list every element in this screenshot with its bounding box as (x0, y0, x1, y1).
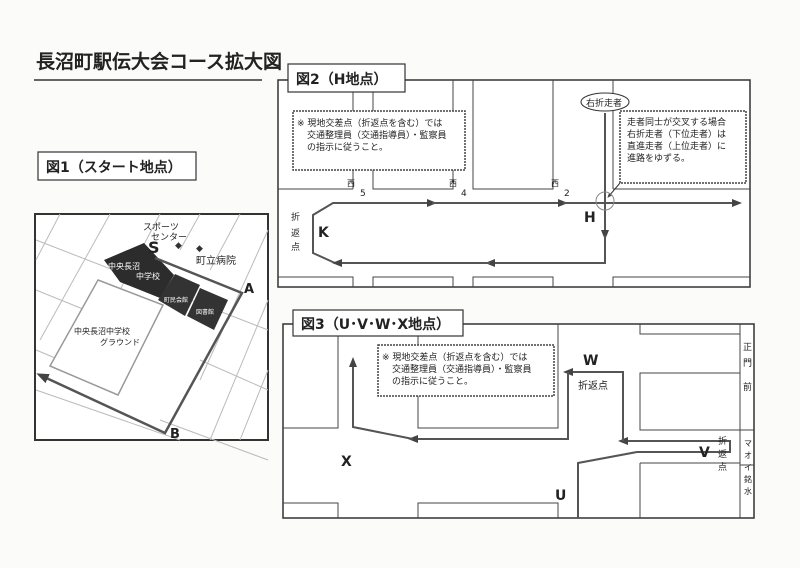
k-turn-label: 折 (291, 211, 300, 223)
library-building (187, 288, 228, 330)
point-x-label: X (341, 454, 352, 470)
point-a-label: A (244, 282, 254, 297)
fig2-route (312, 113, 742, 267)
main-gate-label: 正 (743, 343, 752, 353)
school-building (104, 243, 174, 298)
point-h-label: H (584, 210, 596, 226)
right-turn-label: 右折走者 (586, 97, 622, 109)
community-hall-label: 町民会館 (164, 296, 188, 304)
sports-center-label-2: センター (151, 232, 187, 243)
k-turn-label-3: 点 (291, 242, 300, 253)
crossing-note-line-2: 右折走者（下位走者）は (627, 128, 726, 140)
fig2-label: 図2（H地点） (296, 71, 387, 88)
crossing-note-line-1: 走者同士が交叉する場合 (627, 116, 726, 128)
point-v-label: V (699, 445, 710, 461)
figure-1: 図1（スタート地点） スポーツ センター ◆ ◆ 町立病院 S A B 中央長沼… (34, 151, 269, 461)
fig2-note-box (292, 110, 466, 171)
crossing-note-line-4: 進路をゆずる。 (627, 152, 690, 164)
point-s-label: S (148, 238, 160, 257)
street-name: 西 (347, 179, 355, 188)
fig3-note-box (377, 344, 555, 397)
school-ground (48, 279, 165, 396)
mao-water-label: マ (744, 439, 752, 448)
figure-3: 図3（U･V･W･X地点） ※ 現地交差点（折返点を含む）では 交通整理員（交通… (282, 309, 755, 519)
library-label: 図書館 (196, 308, 214, 316)
ground-label: 中央長沼中学校 (74, 326, 130, 336)
v-turn-label: 折 (718, 435, 727, 447)
figure-2: 図2（H地点） ※ 現地交差点（折返点を含む）では 交通整理員（交通指導員）・監… (277, 63, 751, 288)
w-turn-label: 折返点 (578, 379, 608, 392)
fig2-note-line-2: 交通整理員（交通指導員）・監察員 (307, 129, 447, 141)
v-turn-label-2: 返 (718, 448, 727, 460)
street-number: 2 (564, 189, 570, 199)
mao-water-label-3: イ (744, 463, 752, 472)
street-name: 西 (551, 179, 559, 188)
hospital-marker-icon: ◆ (196, 244, 203, 254)
school-label: 中央長沼 (108, 261, 140, 271)
fig3-label: 図3（U･V･W･X地点） (301, 316, 450, 333)
crossing-note-line-3: 直進走者（上位走者）に (627, 140, 726, 152)
v-turn-label-3: 点 (718, 462, 727, 473)
street-number: 5 (360, 189, 366, 199)
sports-center-label: スポーツ (143, 222, 179, 233)
fig3-route (349, 357, 731, 518)
fig3-note-line-1: ※ 現地交差点（折返点を含む）では (382, 351, 527, 363)
school-label-2: 中学校 (136, 271, 160, 281)
page-title: 長沼町駅伝大会コース拡大図 (36, 50, 282, 73)
fig2-note-line-1: ※ 現地交差点（折返点を含む）では (297, 117, 442, 129)
street-name: 西 (449, 179, 457, 188)
point-w-label: W (583, 353, 598, 369)
sports-center-marker-icon: ◆ (175, 241, 182, 251)
main-gate-label-3: 前 (743, 381, 752, 393)
fig1-label: 図1（スタート地点） (46, 159, 182, 176)
point-u-label: U (555, 488, 566, 504)
fig2-note-line-3: の指示に従うこと。 (307, 141, 388, 153)
street-number: 4 (461, 189, 467, 199)
mao-water-label-2: オ (744, 451, 752, 460)
community-hall-building (158, 274, 200, 316)
point-b-label: B (170, 427, 180, 442)
fig1-route (36, 256, 244, 435)
main-gate-label-2: 門 (743, 358, 752, 369)
fig3-note-line-2: 交通整理員（交通指導員）・監察員 (392, 363, 532, 375)
hospital-label: 町立病院 (196, 254, 236, 267)
point-k-label: K (318, 225, 330, 241)
k-turn-label-2: 返 (291, 227, 300, 239)
mao-water-label-5: 水 (744, 486, 752, 496)
fig1-label-box (37, 151, 197, 181)
fig3-blocks (283, 324, 754, 518)
fig3-label-box (292, 309, 464, 337)
fig2-label-box (287, 63, 406, 93)
right-turn-oval (580, 92, 630, 112)
crossing-note-box (619, 110, 747, 184)
fig3-note-line-3: の指示に従うこと。 (392, 375, 473, 387)
mao-water-label-4: 銘 (744, 474, 752, 484)
h-intersection-circle (595, 191, 615, 211)
ground-label-2: グラウンド (100, 337, 140, 347)
